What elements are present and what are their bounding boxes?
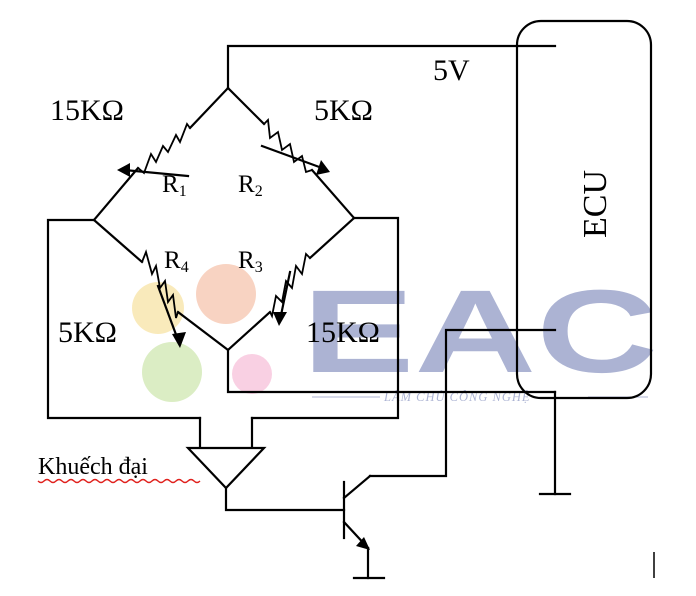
- r4-arrow: [172, 332, 186, 348]
- wire-r2-bottom: [310, 168, 356, 220]
- watermark-logo: EAC LÀM CHỦ CÔNG NGHỆ: [132, 264, 658, 404]
- amplifier-label: Khuếch đại: [38, 454, 148, 480]
- r1-value-label: 15KΩ: [50, 94, 124, 127]
- wire-r1-bottom: [92, 166, 140, 222]
- r1-name-label: R1: [162, 171, 187, 200]
- amplifier-symbol: [185, 446, 267, 490]
- r3-name-label: R3: [238, 247, 263, 276]
- collector-wire: [368, 328, 557, 478]
- watermark-circle-inner: [191, 322, 219, 350]
- r1-wiper: [122, 168, 190, 178]
- wire-r4-top: [92, 218, 144, 264]
- r4-value-label: 5KΩ: [58, 316, 117, 349]
- wire-r3-top: [308, 216, 356, 260]
- watermark-text: EAC: [302, 266, 658, 398]
- supply-wire: [226, 44, 557, 90]
- watermark-circle-orange: [196, 264, 256, 324]
- watermark-circle-pink: [232, 354, 272, 394]
- r2-value-label: 5KΩ: [314, 94, 373, 127]
- wire-r4-bottom: [176, 310, 230, 352]
- r3-value-label: 15KΩ: [306, 316, 380, 349]
- resistor-r2: [263, 118, 313, 174]
- watermark-tagline: LÀM CHỦ CÔNG NGHỆ: [383, 390, 531, 404]
- wire-r3-bottom: [226, 310, 272, 352]
- r4-name-label: R4: [164, 247, 189, 276]
- amp-output-wire: [224, 486, 346, 512]
- resistor-r3: [269, 252, 311, 319]
- transistor-emitter-arrow: [356, 537, 370, 550]
- watermark-circle-green: [142, 342, 202, 402]
- left-output-wire: [46, 218, 202, 420]
- r2-wiper: [260, 144, 324, 170]
- r2-arrow: [316, 160, 330, 175]
- ecu-box: [515, 19, 653, 400]
- resistor-r4: [141, 249, 179, 319]
- wire-r2-top: [226, 86, 266, 126]
- wire-r1-top: [188, 86, 230, 130]
- r3-arrow: [273, 312, 287, 326]
- transistor-collector: [342, 474, 372, 500]
- r1-arrow: [117, 163, 130, 177]
- r4-wiper: [156, 284, 180, 342]
- watermark-circle-yellow: [132, 282, 184, 334]
- supply-label: 5V: [433, 54, 470, 87]
- r2-name-label: R2: [238, 171, 263, 200]
- ecu-label: ECU: [577, 170, 614, 238]
- right-output-wire: [250, 216, 400, 420]
- amplifier-label-spellcheck-underline: [37, 478, 201, 484]
- resistor-r1: [137, 122, 191, 175]
